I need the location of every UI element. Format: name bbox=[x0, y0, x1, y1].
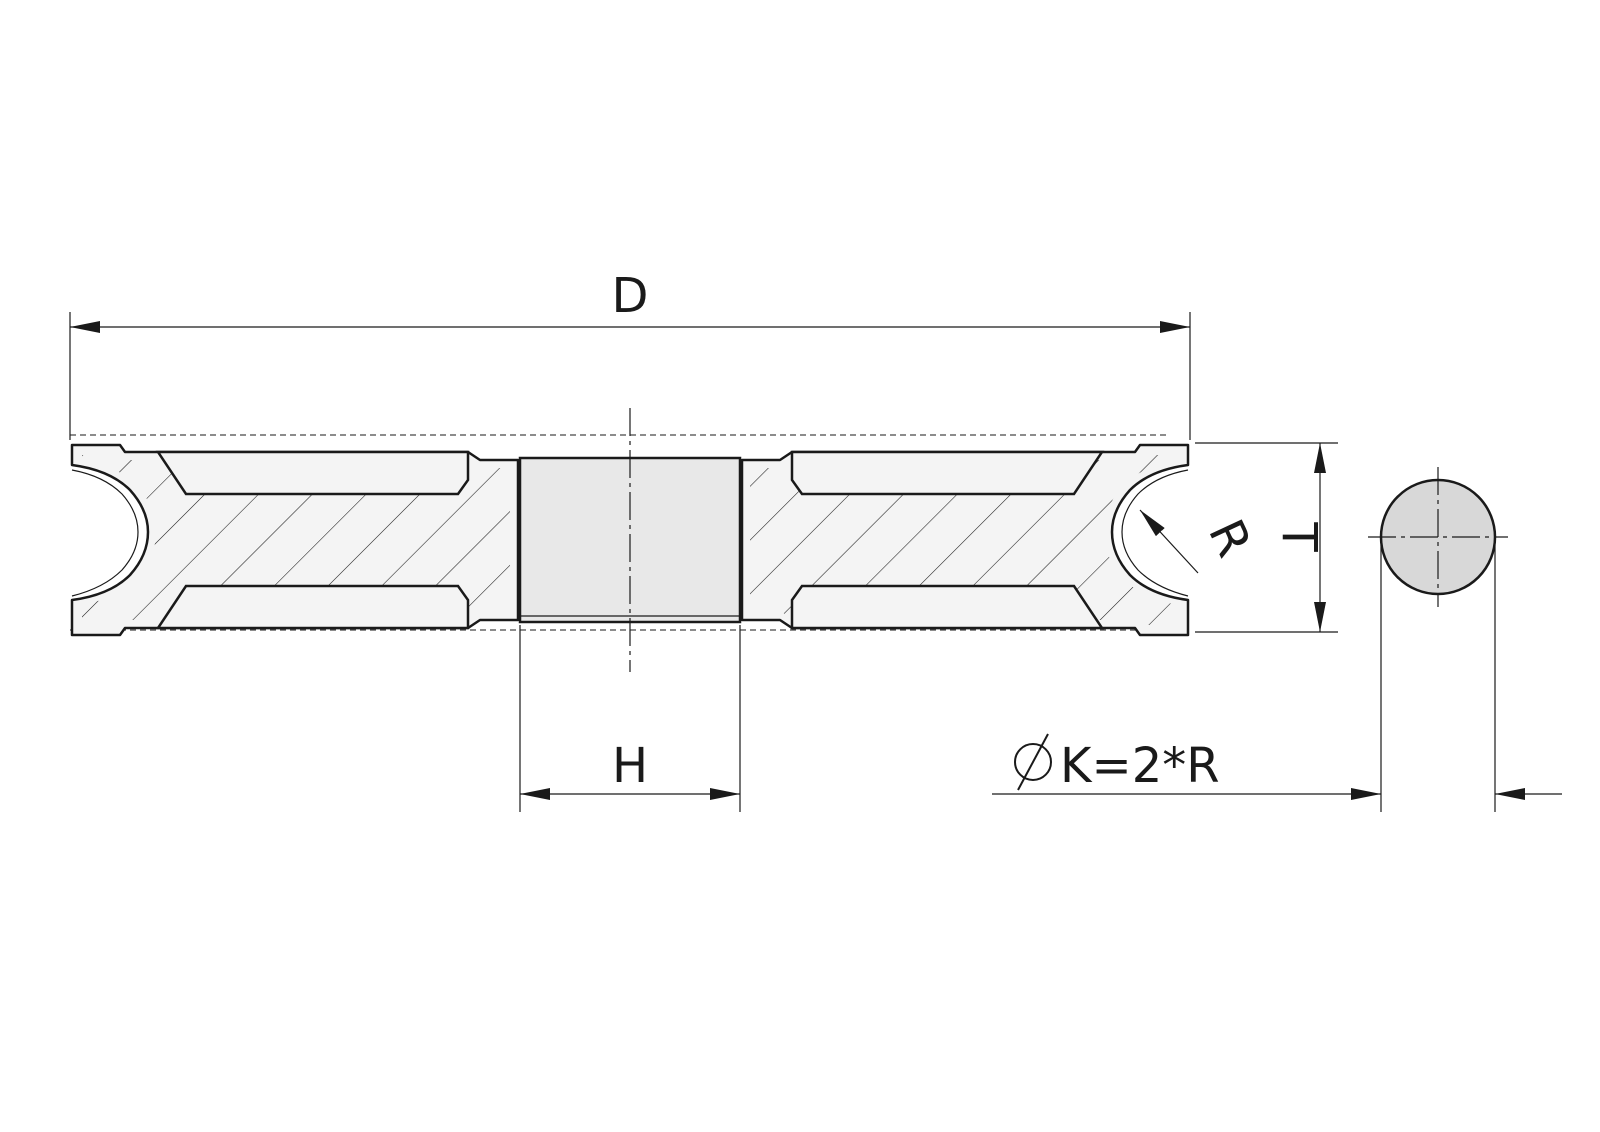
left-bottom-recess bbox=[155, 584, 470, 630]
right-section-hatch bbox=[750, 455, 1178, 625]
dimension-r: R bbox=[1139, 509, 1262, 574]
t-label: T bbox=[1271, 521, 1327, 552]
dimension-d: D bbox=[69, 268, 1191, 440]
dimension-h: H bbox=[519, 625, 741, 812]
k-label: K=2*R bbox=[1060, 738, 1220, 794]
right-bottom-recess bbox=[790, 584, 1105, 630]
left-groove-liner bbox=[71, 469, 139, 597]
wheel-section bbox=[70, 408, 1190, 672]
dimension-k: K=2*R bbox=[992, 545, 1562, 812]
h-label: H bbox=[612, 738, 648, 794]
d-label: D bbox=[612, 268, 649, 324]
right-groove-liner bbox=[1121, 469, 1189, 597]
r-leader-line bbox=[1139, 509, 1199, 574]
dimension-t: T bbox=[1195, 442, 1338, 633]
left-section-hatch bbox=[82, 455, 510, 625]
cord-section bbox=[1368, 467, 1508, 607]
diameter-symbol-icon bbox=[1014, 733, 1052, 791]
r-label: R bbox=[1197, 511, 1262, 565]
right-top-recess bbox=[790, 450, 1105, 496]
left-top-recess bbox=[155, 450, 470, 496]
